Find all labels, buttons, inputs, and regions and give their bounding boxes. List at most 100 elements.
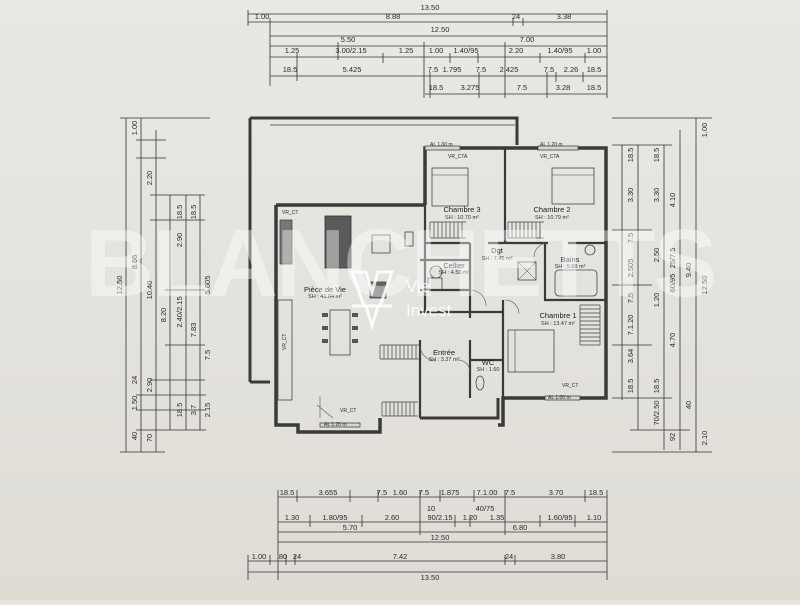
door-swings xyxy=(316,242,549,419)
dim-left: 8.20 xyxy=(159,308,168,323)
dim-left: 8.66 xyxy=(130,255,139,270)
watermark-logo-line1: Vie xyxy=(406,277,430,296)
dim-left: 2.20 xyxy=(145,171,154,186)
top-dimension-chains xyxy=(247,10,608,98)
window-label: AL 1.20 m xyxy=(324,422,347,428)
room-area: SH : 3.37 m² xyxy=(429,357,460,363)
dim-right: 25/7.5 xyxy=(668,248,677,269)
room-name: Entrée xyxy=(433,348,455,357)
coffee-table xyxy=(371,234,391,254)
dim-top: 1.40/95 xyxy=(547,46,572,55)
shutter-label: VR_CT xyxy=(282,334,288,350)
dim-bottom-overall: 13.50 xyxy=(421,573,440,582)
dim-bottom: 7.1.00 xyxy=(477,488,498,497)
dim-left: 5.605 xyxy=(203,276,212,295)
dim-right: 7.5 xyxy=(626,233,635,243)
dim-left: 7.5 xyxy=(203,350,212,360)
dim-left: 18.5 xyxy=(175,205,184,220)
dim-bottom: 3.655 xyxy=(319,488,338,497)
dim-top: 7.5 xyxy=(517,83,527,92)
dim-right: 9.40 xyxy=(684,263,693,278)
room-area: SH : 1.60 xyxy=(477,367,500,373)
dim-left: 2.90 xyxy=(145,378,154,393)
dim-top: 7.5 xyxy=(544,65,554,74)
wardrobes xyxy=(379,221,601,417)
dim-bottom: 3.70 xyxy=(549,488,564,497)
dim-top: 5.50 xyxy=(341,35,356,44)
room-area: SH : 5.68 m² xyxy=(555,264,586,270)
shutter-label: VR_CT xyxy=(340,408,356,414)
dim-top: 7.5 xyxy=(428,65,438,74)
dim-top: 1.00 xyxy=(587,46,602,55)
dim-bottom: 18.5 xyxy=(280,488,295,497)
dim-left: 40 xyxy=(130,432,139,440)
left-dimension-labels: 12.50 1.00 8.66 24 1.50 40 2.20 10.40 2.… xyxy=(115,121,212,442)
dim-right: 3.30 xyxy=(652,188,661,203)
bed-chambre-2 xyxy=(551,167,595,205)
dim-right: 7.5 xyxy=(626,293,635,303)
window-label: AL 1.20 m xyxy=(540,142,563,148)
room-name: Pièce de Vie xyxy=(304,285,346,294)
shutter-label: VR_CT xyxy=(282,210,298,216)
dim-top-overall: 12.50 xyxy=(431,25,450,34)
dim-left: 1.00 xyxy=(130,121,139,136)
shutter-labels: VR_CT VR_CTA VR_CTA VR_CT VR_CT VR_CT xyxy=(282,154,578,414)
dim-right: 2.505 xyxy=(626,259,635,278)
room-area: SH : 13.47 m² xyxy=(541,321,575,327)
dim-top: 3.28 xyxy=(556,83,571,92)
dim-top: 1.40/95 xyxy=(453,46,478,55)
dim-bottom: 7.42 xyxy=(393,552,408,561)
dim-top: 1.795 xyxy=(443,65,462,74)
dim-right: 3.64 xyxy=(626,349,635,364)
dim-bottom: 1.30 xyxy=(285,513,300,522)
dim-bottom: 1.00 xyxy=(252,552,267,561)
watermark-logo-line2: Invest xyxy=(406,301,452,320)
armchair xyxy=(279,219,293,265)
dim-right: 18.5 xyxy=(626,379,635,394)
dim-top: 1.00 xyxy=(429,46,444,55)
dim-top-overall: 13.50 xyxy=(421,3,440,12)
dim-bottom: 1.20 xyxy=(463,513,478,522)
dim-left: 2.40/2.15 xyxy=(175,296,184,327)
bed-chambre-3 xyxy=(431,167,469,207)
dim-bottom: 10 xyxy=(427,504,435,513)
interior-walls xyxy=(418,148,606,418)
dim-bottom: 24 xyxy=(293,552,301,561)
dim-top: 7.5 xyxy=(476,65,486,74)
dim-bottom: 1.875 xyxy=(441,488,460,497)
dim-bottom: 1.60 xyxy=(393,488,408,497)
shutter-label: VR_CTA xyxy=(448,154,468,160)
dim-right: 4.10 xyxy=(668,193,677,208)
dim-left: 18.5 xyxy=(189,205,198,220)
dim-bottom: 40/75 xyxy=(476,504,495,513)
room-area: SH : 10.70 m² xyxy=(445,215,479,221)
dim-right: 92 xyxy=(668,433,677,441)
room-name: Chambre 2 xyxy=(533,205,570,214)
dim-right: 3.30 xyxy=(626,188,635,203)
top-dimension-labels: 13.50 1.00 8.88 24 3.38 12.50 5.50 7.00 … xyxy=(255,3,602,92)
right-dimension-labels: 18.5 3.30 7.5 2.505 7.5 7.1.20 3.64 18.5… xyxy=(626,123,709,446)
dim-bottom: 7.5 xyxy=(419,488,429,497)
room-area: SH : 41.04 m² xyxy=(308,294,342,300)
dim-right: 18.5 xyxy=(626,148,635,163)
dim-right: 18.5 xyxy=(652,379,661,394)
dim-right: 1.20 xyxy=(652,293,661,308)
dim-right: 1.00 xyxy=(700,123,709,138)
dim-bottom: 90/2.15 xyxy=(427,513,452,522)
dim-top: 2.26 xyxy=(564,65,579,74)
tv-unit xyxy=(404,231,414,247)
dim-right: 2.50 xyxy=(652,248,661,263)
dim-top: 24 xyxy=(512,12,520,21)
dim-left: 10.40 xyxy=(145,281,154,300)
room-name: WC xyxy=(482,358,495,367)
dim-bottom: 1.60/95 xyxy=(547,513,572,522)
dim-top: 8.88 xyxy=(386,12,401,21)
furniture xyxy=(277,167,598,401)
kitchen-counter xyxy=(277,299,293,401)
dim-right: 18.5 xyxy=(652,148,661,163)
dim-left: 2.90 xyxy=(175,233,184,248)
dim-top: 3.275 xyxy=(461,83,480,92)
dim-right: 4.70 xyxy=(668,333,677,348)
dim-bottom: 1.35 xyxy=(490,513,505,522)
